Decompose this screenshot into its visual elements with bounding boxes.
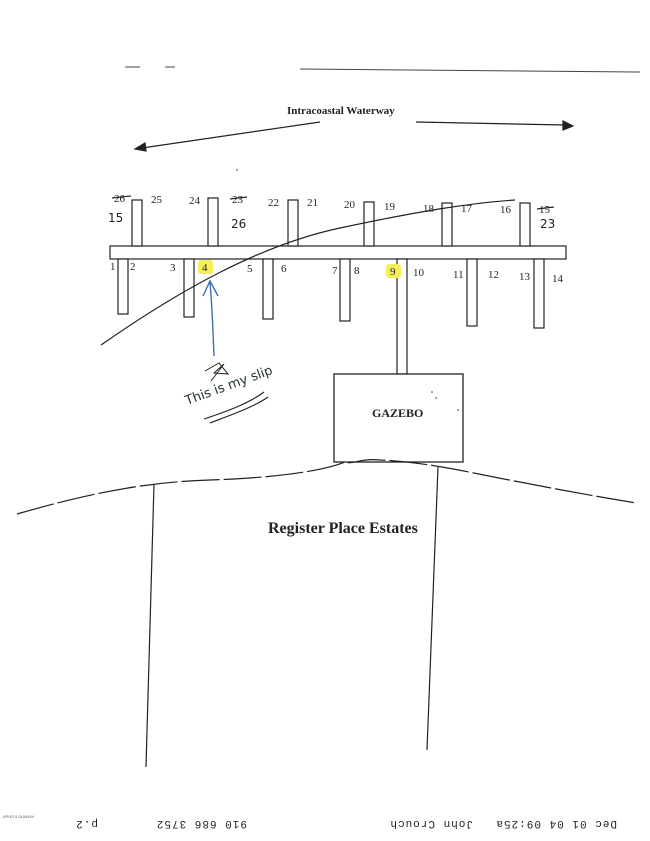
slip-1-label: 1 xyxy=(110,261,116,273)
slip-22-label: 22 xyxy=(268,197,279,209)
fax-sender: John Crouch xyxy=(389,817,473,829)
fax-header: Dec 01 04 09:25a John Crouch 910 686 375… xyxy=(75,817,617,829)
slip-15-label: 15 xyxy=(539,204,551,216)
handwritten-note: This is my slip xyxy=(182,363,274,409)
pier-11-12 xyxy=(466,258,478,327)
fax-page: p.2 xyxy=(75,817,98,829)
correction-23: 23 xyxy=(540,217,555,231)
slip-4-label: 4 xyxy=(202,262,208,274)
pier-20-19 xyxy=(363,201,375,247)
slip-20-label: 20 xyxy=(344,199,356,211)
slip-8-label: 8 xyxy=(354,265,360,277)
slip-24-label: 24 xyxy=(189,195,201,207)
waterway-title: Intracoastal Waterway xyxy=(287,105,395,117)
pier-26 xyxy=(131,199,143,247)
slip-labels-bottom: 1 2 3 4 5 6 7 8 9 10 11 12 13 14 xyxy=(110,261,564,285)
slip-25-label: 25 xyxy=(151,194,163,206)
shoreline xyxy=(16,459,637,515)
scan-edge-lines xyxy=(125,66,641,73)
slip-7-label: 7 xyxy=(332,265,338,277)
pier-22-21 xyxy=(287,199,299,247)
slip-26-label: 26 xyxy=(114,193,126,205)
correction-15: 15 xyxy=(108,211,123,225)
channel-curve-line xyxy=(100,199,516,346)
slip-6-label: 6 xyxy=(281,263,287,275)
right-arrow xyxy=(415,120,575,131)
fax-phone: 910 686 3752 xyxy=(156,817,247,829)
strike-marks xyxy=(111,195,555,210)
lower-finger-piers xyxy=(117,258,545,329)
slip-14-label: 14 xyxy=(552,273,564,285)
star-doodle-icon xyxy=(204,362,230,382)
slip-2-label: 2 xyxy=(130,261,136,273)
note-underline-marks xyxy=(203,391,269,424)
slip-17-label: 17 xyxy=(461,203,473,215)
slip-23-label: 23 xyxy=(232,194,244,206)
pier-13-14 xyxy=(533,258,545,329)
gazebo-label: GAZEBO xyxy=(372,406,423,420)
pier-5-6 xyxy=(262,258,274,320)
slip-16-label: 16 xyxy=(500,204,512,216)
slip-12-label: 12 xyxy=(488,269,499,281)
highlight-slip-9 xyxy=(386,264,401,278)
pier-1-2 xyxy=(117,258,129,315)
left-arrow xyxy=(133,121,321,152)
slip-10-label: 10 xyxy=(413,267,425,279)
pier-18-17 xyxy=(441,202,453,247)
pier-16-15 xyxy=(519,202,531,247)
slip-9-label: 9 xyxy=(390,266,396,278)
slip-11-label: 11 xyxy=(453,269,464,281)
slip-13-label: 13 xyxy=(519,271,531,283)
main-dock xyxy=(109,245,567,260)
pier-7-8 xyxy=(339,258,351,322)
corner-mark: AP0074 0L00444 xyxy=(3,814,35,819)
my-slip-arrow xyxy=(202,279,219,357)
highlight-marks xyxy=(198,260,401,278)
slip-5-label: 5 xyxy=(247,263,253,275)
fax-date: Dec 01 04 09:25a xyxy=(495,817,617,829)
slip-19-label: 19 xyxy=(384,201,396,213)
stray-mark: ' xyxy=(236,167,238,179)
correction-26: 26 xyxy=(231,217,246,231)
pier-3-4 xyxy=(183,258,195,318)
highlight-slip-4 xyxy=(198,260,213,274)
upper-finger-piers xyxy=(131,197,531,247)
gazebo-marks xyxy=(431,391,459,411)
slip-labels-top: 26 25 24 23 22 21 20 19 18 17 16 15 xyxy=(114,193,551,216)
gazebo-box xyxy=(333,373,464,463)
slip-3-label: 3 xyxy=(170,262,176,274)
slip-18-label: 18 xyxy=(423,203,435,215)
handwritten-corrections: 15 26 23 xyxy=(108,211,555,231)
property-lines xyxy=(145,466,439,768)
estate-label: Register Place Estates xyxy=(268,520,418,537)
pier-24-23 xyxy=(207,197,219,247)
slip-21-label: 21 xyxy=(307,197,318,209)
